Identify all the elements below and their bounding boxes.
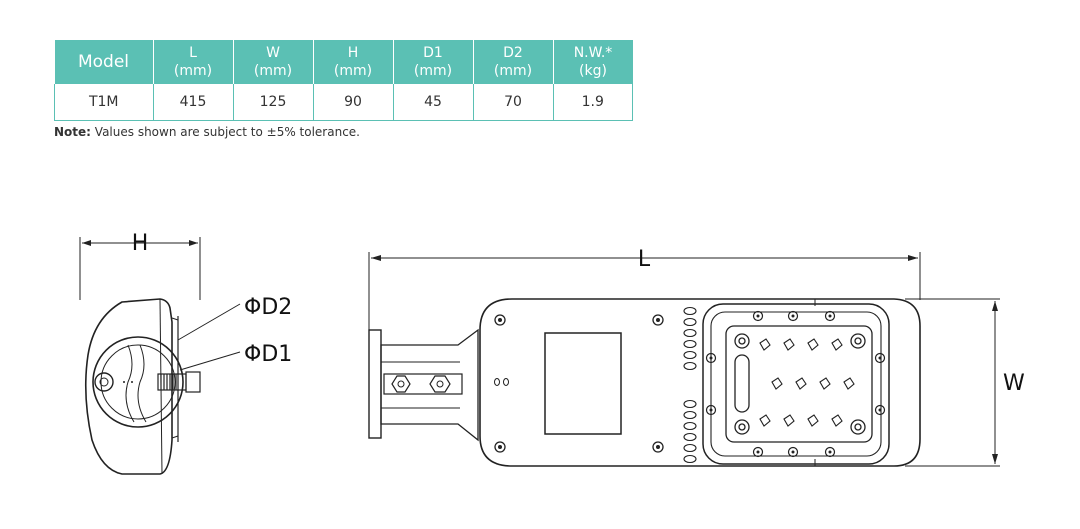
cell-l: 415: [153, 84, 234, 121]
header-w: W(mm): [233, 40, 314, 84]
label-d2: ΦD2: [244, 295, 292, 320]
tolerance-note: Note: Values shown are subject to ±5% to…: [54, 125, 360, 139]
cell-w: 125: [233, 84, 314, 121]
header-l: L(mm): [153, 40, 234, 84]
note-prefix: Note:: [54, 125, 91, 139]
dim-h-label: H: [132, 231, 149, 256]
header-nw: N.W.*(kg): [553, 40, 633, 84]
dim-l-label: L: [638, 247, 651, 272]
cell-h: 90: [313, 84, 394, 121]
header-model: Model: [54, 40, 154, 84]
label-d1: ΦD1: [244, 342, 292, 367]
cell-model: T1M: [54, 84, 154, 121]
cell-d1: 45: [393, 84, 474, 121]
header-d2: D2(mm): [473, 40, 554, 84]
table-row: T1M 415 125 90 45 70 1.9: [54, 84, 633, 121]
note-text: Values shown are subject to ±5% toleranc…: [94, 125, 360, 139]
spec-table: Model L(mm) W(mm) H(mm) D1(mm) D2(mm) N.…: [54, 40, 633, 121]
header-d1: D1(mm): [393, 40, 474, 84]
dim-w-label: W: [1003, 371, 1025, 396]
header-row: Model L(mm) W(mm) H(mm) D1(mm) D2(mm) N.…: [54, 40, 633, 84]
cell-d2: 70: [473, 84, 554, 121]
top-view: L W: [368, 247, 1025, 467]
side-view: H ΦD2 ΦD1: [79, 231, 292, 475]
cell-nw: 1.9: [553, 84, 633, 121]
header-h: H(mm): [313, 40, 394, 84]
